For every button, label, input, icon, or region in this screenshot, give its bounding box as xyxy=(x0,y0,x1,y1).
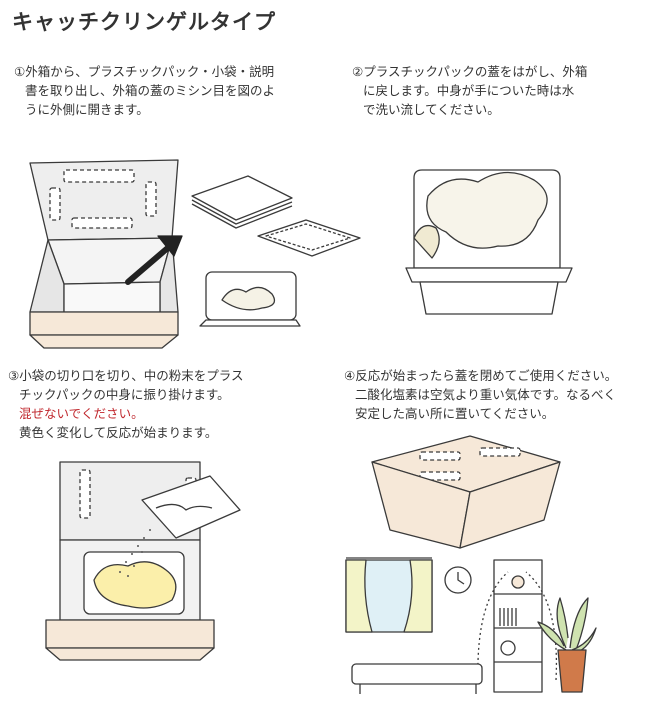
step-1-line-2: 書を取り出し、外箱の蓋のミシン目を図のよ xyxy=(25,83,276,98)
step-3-line-1: ③小袋の切り口を切り、中の粉末をプラス xyxy=(8,368,244,383)
illustration-outer-box-opened xyxy=(29,159,361,349)
box-front-tan xyxy=(45,619,215,649)
pack-base xyxy=(419,281,559,315)
box-bottom-tan xyxy=(45,647,215,661)
step-1-line-3: うに外側に開きます。 xyxy=(25,102,149,117)
perforation-line xyxy=(49,187,61,221)
page-title: キャッチクリンゲルタイプ xyxy=(12,10,276,34)
closed-box-right xyxy=(459,461,561,549)
powder-particles xyxy=(119,529,151,577)
box-front-tan xyxy=(29,311,179,336)
pack-contents xyxy=(426,171,548,249)
illustration-powder-poured xyxy=(45,461,241,661)
illustration-closed-box xyxy=(371,435,561,549)
pack-rim xyxy=(405,267,573,283)
step-4-line-1: ④反応が始まったら蓋を閉めてご使用ください。 xyxy=(344,368,618,383)
powder-sachet xyxy=(141,475,241,539)
step-4-line-2: 二酸化塩素は空気より重い気体です。なるべく xyxy=(355,387,617,402)
perforation-line xyxy=(63,169,135,183)
step-1-text: ①外箱から、プラスチックパック・小袋・説明 書を取り出し、外箱の蓋のミシン目を図… xyxy=(14,62,275,119)
arrow-head-icon xyxy=(157,235,183,257)
step-3-warning: 混ぜないでください。 xyxy=(19,406,144,421)
manual-sheet xyxy=(191,175,293,221)
clock-hands xyxy=(457,572,465,585)
illustration-room-scene xyxy=(345,557,597,694)
step-2-text: ②プラスチックパックの蓋をはがし、外箱 に戻します。中身が手についた時は水 で洗… xyxy=(352,62,587,119)
step-2-line-3: で洗い流してください。 xyxy=(363,102,500,117)
illustration-pack-peeled xyxy=(405,169,573,315)
perforation-line xyxy=(145,181,157,217)
box-inner-floor xyxy=(63,281,161,313)
step-3-text: ③小袋の切り口を切り、中の粉末をプラス チックパックの中身に振り掛けます。 混ぜ… xyxy=(8,366,243,442)
perforation-line xyxy=(479,447,521,457)
yellow-reaction xyxy=(93,561,177,609)
perforation-line xyxy=(419,451,461,461)
alarm-clock-icon xyxy=(500,640,516,656)
powder-sachet xyxy=(257,219,361,257)
books xyxy=(499,608,517,626)
step-2-line-1: ②プラスチックパックの蓋をはがし、外箱 xyxy=(352,64,588,79)
step-1-line-1: ①外箱から、プラスチックパック・小袋・説明 xyxy=(14,64,275,79)
sachet-detail xyxy=(155,503,213,511)
step-2-line-2: に戻します。中身が手についた時は水 xyxy=(363,83,575,98)
step-4-line-3: 安定した高い所に置いてください。 xyxy=(355,406,555,421)
perforation-line xyxy=(419,471,461,481)
peeled-lid-corner xyxy=(413,224,440,259)
manual-sheet-edge xyxy=(191,199,293,225)
bed xyxy=(351,663,483,685)
curtain-left xyxy=(345,559,373,633)
sachet-seal xyxy=(265,223,351,251)
dotted-path xyxy=(525,571,558,681)
step-3-line-4: 黄色く変化して反応が始まります。 xyxy=(19,425,218,440)
step-3-line-2: チックパックの中身に振り掛けます。 xyxy=(19,387,230,402)
box-bottom-tan xyxy=(29,334,179,349)
perforation-line xyxy=(79,469,91,519)
step-4-text: ④反応が始まったら蓋を閉めてご使用ください。 二酸化塩素は空気より重い気体です。… xyxy=(344,366,617,423)
manual-sheet-edge xyxy=(191,203,293,229)
perforation-line xyxy=(71,217,133,229)
box-on-shelf xyxy=(511,575,525,589)
pack-rim xyxy=(199,319,301,327)
plant-icon xyxy=(537,597,597,693)
pack-contents xyxy=(221,286,276,311)
curtain-right xyxy=(403,559,433,633)
flower-pot xyxy=(557,649,587,693)
arrow-icon xyxy=(125,243,173,285)
